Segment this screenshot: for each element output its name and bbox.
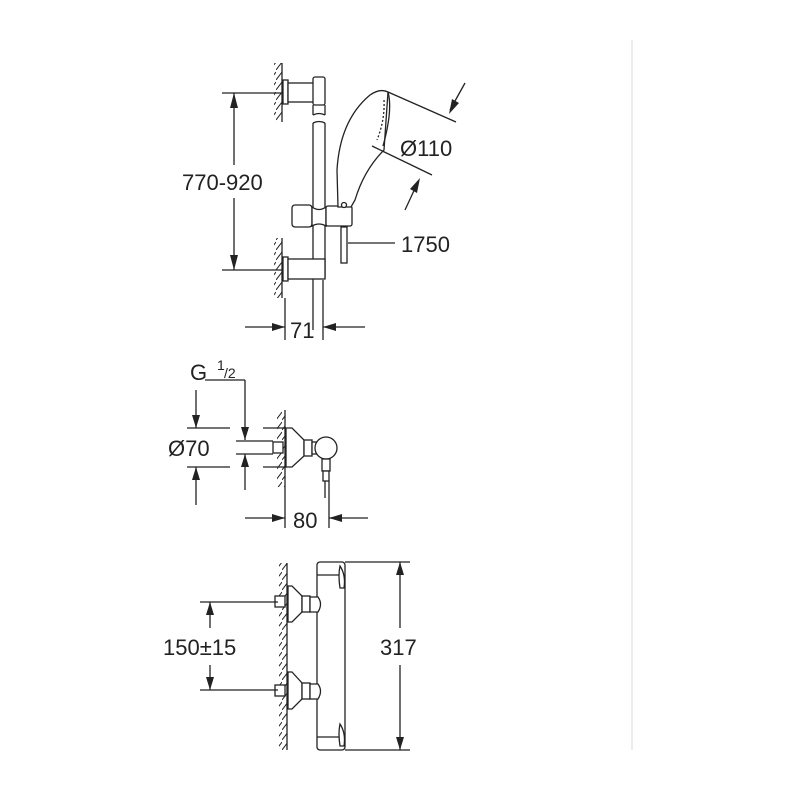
upper-bracket xyxy=(282,76,326,106)
head-diameter-label: Ø110 xyxy=(400,136,452,161)
lower-bracket xyxy=(282,256,326,282)
hose-stub xyxy=(340,226,348,264)
inlet-connector-lower xyxy=(274,671,322,710)
valve-side-view: G 1 /2 xyxy=(168,357,368,533)
thread-label-denominator: /2 xyxy=(224,365,236,381)
inlet-connector-upper xyxy=(274,585,322,623)
dimension-valve-height: 317 xyxy=(345,561,417,751)
dimension-thread xyxy=(205,379,273,490)
dimension-rail-spacing: 770-920 xyxy=(182,92,282,271)
rail-spacing-label: 770-920 xyxy=(182,170,263,195)
rail-projection-label: 71 xyxy=(290,318,314,343)
valve-projection-label: 80 xyxy=(293,508,317,533)
dimension-valve-projection: 80 xyxy=(245,487,368,533)
dimension-escutcheon: Ø70 xyxy=(168,390,286,505)
dimension-inlet-spacing: 150±15 xyxy=(163,601,278,691)
wall-bottom xyxy=(279,563,288,750)
valve-front-view: 150±15 317 xyxy=(163,561,417,751)
thread-label-numerator: 1 xyxy=(217,357,225,373)
wall-lower xyxy=(274,238,283,298)
dimension-head-diameter: Ø110 xyxy=(371,82,466,211)
dimension-hose-length: 1750 xyxy=(348,232,450,257)
valve-height-label: 317 xyxy=(380,635,417,660)
dimension-rail-projection: 71 xyxy=(245,280,365,343)
thread-label: G xyxy=(190,360,207,385)
valve-body-side xyxy=(272,427,338,498)
inlet-spacing-label: 150±15 xyxy=(163,635,236,660)
thermostat-bar xyxy=(316,561,346,751)
hand-shower xyxy=(336,89,391,209)
slide-rail xyxy=(312,105,326,330)
slider xyxy=(291,204,353,228)
hose-length-label: 1750 xyxy=(401,232,450,257)
shower-rail-view: 770-920 Ø110 1750 71 xyxy=(182,63,466,343)
escutcheon-diameter-label: Ø70 xyxy=(168,436,210,461)
